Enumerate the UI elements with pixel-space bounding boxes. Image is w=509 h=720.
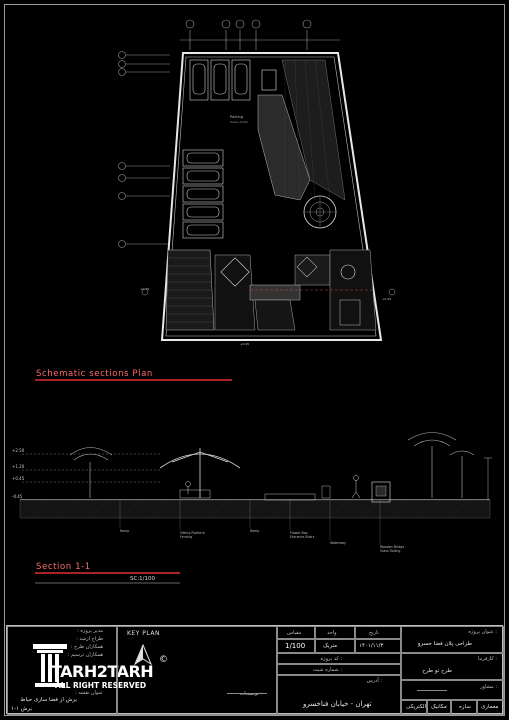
consultant-label: : مشاور	[480, 684, 497, 690]
parking-left	[182, 149, 224, 239]
level-label: +1.20	[12, 464, 25, 469]
grid-left	[118, 51, 170, 248]
date-label: تاریخ	[369, 630, 379, 636]
employer-value: طرح تو طرح	[422, 668, 452, 674]
logo: TARH2TARH ALL RIGHT RESERVED ©	[27, 636, 177, 696]
notes-label: : توضیحات	[239, 691, 262, 697]
lower-courtyard	[165, 249, 377, 331]
site-boundary	[160, 52, 383, 341]
discipline-architecture: معماری	[481, 704, 499, 710]
left-panel	[7, 626, 117, 715]
unit-value: متریک	[323, 643, 338, 649]
level-label: +2.50	[12, 448, 25, 453]
svg-text:Scale:1/100: Scale:1/100	[230, 120, 248, 124]
sheet-no-label: : شماره شیت	[312, 667, 342, 673]
copyright-mark: ©	[159, 655, 168, 665]
svg-text:+0.45: +0.45	[240, 342, 249, 346]
section-title: Section 1-1	[36, 562, 91, 572]
logo-text: TARH2TARH	[51, 662, 154, 681]
unit-label: واحد	[327, 630, 337, 636]
level-label: -0.45	[12, 494, 23, 499]
section-label: Glass Railing	[380, 549, 400, 553]
title-block: مدیر پروژه : طراح ارشد : همکاران طرح : ه…	[6, 625, 504, 715]
key-plan-label: KEY PLAN	[127, 630, 160, 637]
sheet-title-label: عنوان نقشه :	[74, 690, 103, 696]
section-drawing: +2.50 +1.20 +0.45 -0.45	[12, 432, 492, 553]
grid-top	[180, 19, 340, 50]
section-label: Flower Box	[290, 531, 308, 535]
manager-label: مدیر پروژه :	[77, 628, 103, 634]
section-label: Fencing	[180, 535, 192, 539]
code-label: : کد پروژه	[320, 656, 342, 662]
discipline-structure: سازه	[459, 704, 471, 710]
site-plan-drawing: Parking Scale:1/100	[12, 19, 492, 584]
project-label: : عنوان پروژه	[468, 629, 497, 635]
address-label: : آدرس	[366, 678, 382, 684]
sheet-frame	[4, 4, 505, 716]
designer-label: طراح ارشد :	[76, 636, 103, 642]
north-arrow-icon	[133, 644, 153, 666]
svg-text:+0.45: +0.45	[382, 297, 391, 301]
draft-label: همکاران ترسیم :	[67, 652, 103, 658]
project-value: طراحی پلان فضا خسرو	[417, 641, 472, 647]
section-label: Waterway	[330, 541, 346, 545]
sheet-title-1: برش از فضا سازی حیاط	[20, 697, 77, 703]
discipline-electrical: الکتریکی	[406, 704, 427, 710]
section-label: Ramp	[120, 529, 129, 533]
section-label: Wooden Bridge	[380, 545, 404, 549]
level-label: +0.45	[12, 476, 25, 481]
parking-label: Parking	[230, 115, 243, 119]
section-label: Sitting Platform	[180, 531, 205, 535]
parking-top	[189, 59, 251, 101]
address-value: تهران - خیابان فناخسرو	[303, 700, 372, 708]
sheet-title-2: برش ۱-۱	[11, 706, 32, 712]
section-label: Entrance Stairs	[290, 535, 315, 539]
key-plan-cell	[117, 626, 277, 715]
walkway	[257, 59, 346, 201]
plan-title: Schematic sections Plan	[36, 369, 153, 379]
date-value: ۱۴۰۱/۱۱/۳	[359, 643, 384, 649]
spiral-stair	[303, 195, 337, 229]
scale-label: مقیاس	[287, 630, 302, 636]
team-label: همکاران طرح :	[70, 644, 103, 650]
employer-label: : کارفرما	[478, 656, 497, 662]
discipline-mechanical: مکانیک	[431, 704, 447, 710]
column-logo-icon	[33, 644, 67, 687]
logo-subtext: ALL RIGHT RESERVED	[55, 681, 147, 690]
scale-value: 1/100	[285, 642, 306, 650]
section-scale: SC:1/100	[130, 576, 156, 582]
section-label: Ramp	[250, 529, 259, 533]
